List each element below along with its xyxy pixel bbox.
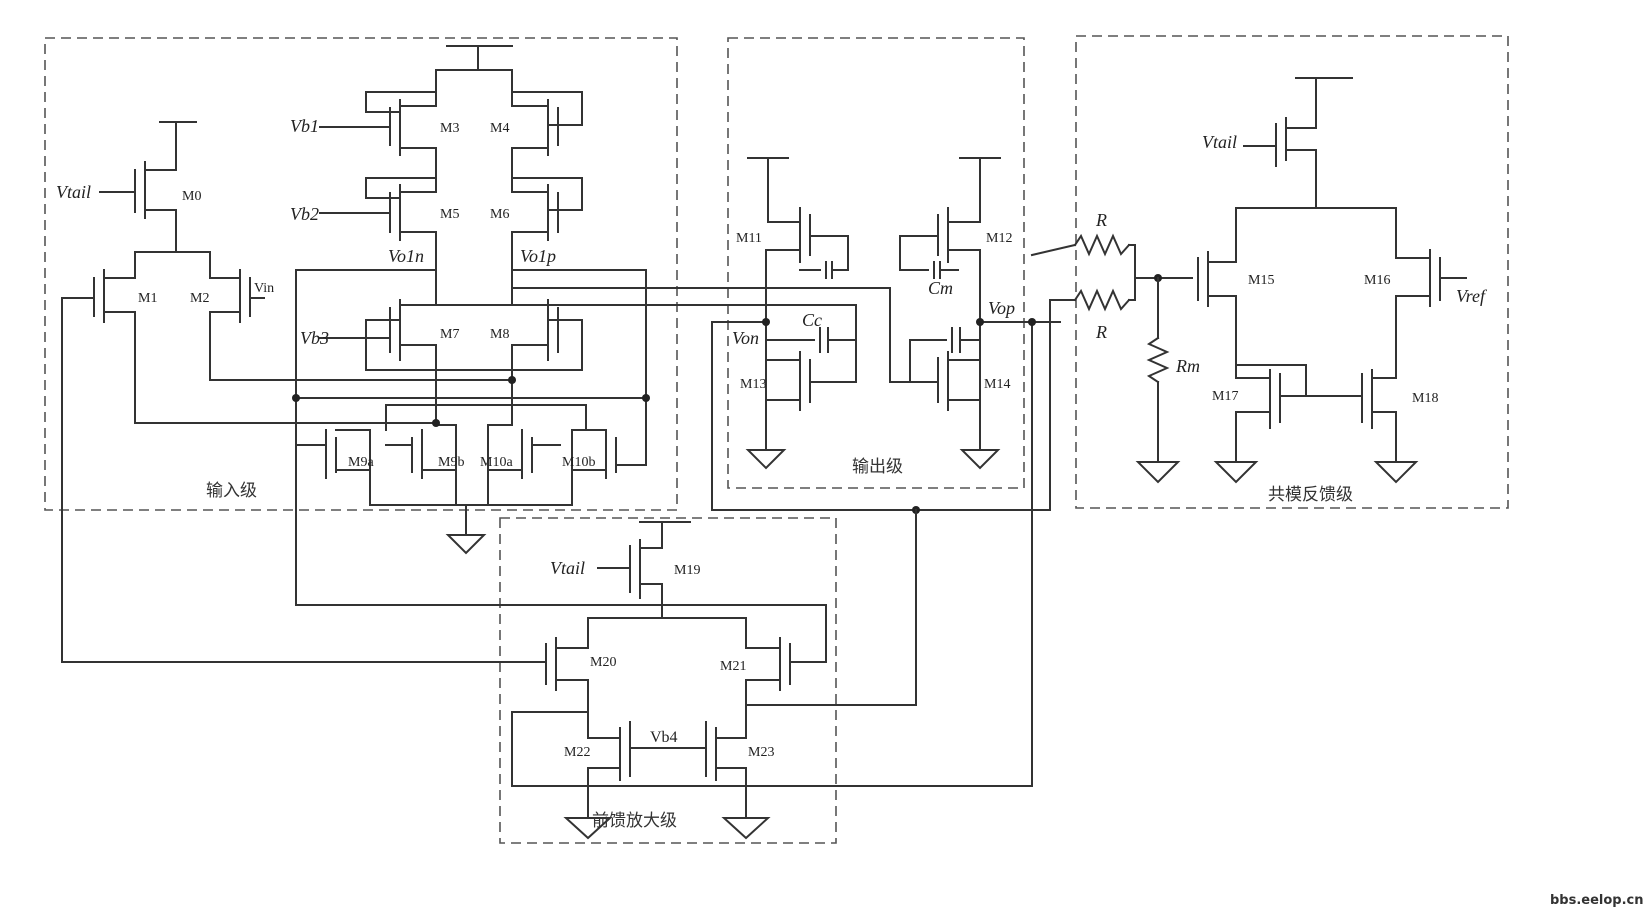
vdd-rail-input: [435, 45, 513, 93]
transistor-m8: [511, 299, 583, 426]
label-m14: M14: [984, 377, 1010, 392]
transistor-m3: [319, 91, 437, 179]
transistor-m19: [587, 521, 747, 619]
label-m11: M11: [736, 231, 762, 246]
resistor-r1: [1030, 233, 1136, 279]
signal-vo1n: Vo1n: [388, 246, 424, 266]
cmfb-stage-box: [1075, 35, 1509, 509]
node-dot: [432, 419, 440, 427]
transistor-cmfb-tail: [1235, 77, 1397, 209]
transistor-m13: [745, 351, 857, 470]
transistor-m12: [899, 157, 1001, 409]
transistor-m15: [1197, 207, 1237, 366]
transistor-m9a: [295, 429, 371, 506]
input-stage-label: 输入级: [206, 481, 257, 501]
watermark: bbs.eelop.cn: [1550, 893, 1644, 908]
label-m3: M3: [440, 121, 459, 136]
resistor-r2: [1049, 277, 1193, 511]
transistor-m4: [511, 91, 583, 179]
output-stage-label: 输出级: [852, 457, 903, 477]
transistor-m7: [319, 299, 583, 426]
signal-vb3: Vb3: [300, 328, 329, 348]
signal-vb2: Vb2: [290, 204, 319, 224]
transistor-m18: [1361, 364, 1419, 484]
signal-vtail-cmfb: Vtail: [1202, 132, 1237, 152]
cmfb-stage-label: 共模反馈级: [1268, 485, 1353, 505]
label-m20: M20: [590, 655, 616, 670]
vo1-wires: [295, 269, 891, 606]
label-m7: M7: [440, 327, 459, 342]
label-m0: M0: [182, 189, 201, 204]
label-m4: M4: [490, 121, 509, 136]
transistor-m6: [511, 177, 583, 306]
signal-vref: Vref: [1456, 286, 1488, 306]
signal-vop: Vop: [988, 298, 1015, 318]
label-r1: R: [1095, 210, 1107, 230]
feedforward-output-wires: [511, 509, 1033, 787]
transistor-m23: [705, 721, 771, 840]
capacitor-cc: [765, 304, 857, 383]
transistor-m20: [61, 617, 589, 739]
signal-von: Von: [732, 328, 759, 348]
label-m1: M1: [138, 291, 157, 306]
node-dot: [292, 394, 300, 402]
signal-vin: Vin: [254, 281, 274, 296]
label-m12: M12: [986, 231, 1012, 246]
label-rm: Rm: [1175, 356, 1200, 376]
transistor-m10a: [487, 424, 561, 506]
label-r2: R: [1095, 322, 1107, 342]
label-m17: M17: [1212, 389, 1238, 404]
label-m2: M2: [190, 291, 209, 306]
transistor-m21: [295, 604, 827, 739]
label-m23: M23: [748, 745, 774, 760]
node-dot: [762, 318, 770, 326]
output-stage-box: [727, 37, 1025, 489]
signal-vo1p: Vo1p: [520, 246, 556, 266]
transistor-m0: [99, 121, 211, 253]
label-m10a: M10a: [480, 455, 513, 470]
transistor-m22: [563, 721, 707, 840]
node-dot: [976, 318, 984, 326]
label-m9a: M9a: [348, 455, 374, 470]
label-m5: M5: [440, 207, 459, 222]
transistor-m10b: [571, 429, 647, 506]
transistor-m5: [319, 177, 437, 306]
label-m13: M13: [740, 377, 766, 392]
resistor-rm: [1135, 277, 1181, 484]
label-m8: M8: [490, 327, 509, 342]
transistor-m16: [1395, 207, 1467, 366]
label-m19: M19: [674, 563, 700, 578]
label-m16: M16: [1364, 273, 1390, 288]
node-dot: [1028, 318, 1036, 326]
signal-vtail-ff: Vtail: [550, 558, 585, 578]
output-node-wires: [711, 321, 1061, 787]
node-dot: [642, 394, 650, 402]
capacitor-cm: [889, 287, 981, 383]
m9-m10-bias-wires: [295, 397, 647, 431]
label-m9b: M9b: [438, 455, 464, 470]
transistor-m2: [209, 251, 513, 381]
node-dot: [508, 376, 516, 384]
transistor-m17: [1213, 364, 1363, 484]
label-m21: M21: [720, 659, 746, 674]
ground-input: [369, 504, 573, 555]
feedforward-stage-box: [499, 517, 837, 844]
label-m6: M6: [490, 207, 509, 222]
signal-vb4: Vb4: [650, 729, 678, 746]
input-stage-box: [44, 37, 678, 511]
feedforward-stage-label: 前馈放大级: [592, 811, 677, 831]
label-m15: M15: [1248, 273, 1274, 288]
transistor-m14: [889, 351, 1001, 470]
label-cm: Cm: [928, 278, 953, 298]
label-m18: M18: [1412, 391, 1438, 406]
signal-vb1: Vb1: [290, 116, 319, 136]
transistor-m11: [747, 157, 849, 409]
label-cc: Cc: [802, 310, 822, 330]
signal-vtail-m0: Vtail: [56, 182, 91, 202]
label-m10b: M10b: [562, 455, 595, 470]
label-m22: M22: [564, 745, 590, 760]
